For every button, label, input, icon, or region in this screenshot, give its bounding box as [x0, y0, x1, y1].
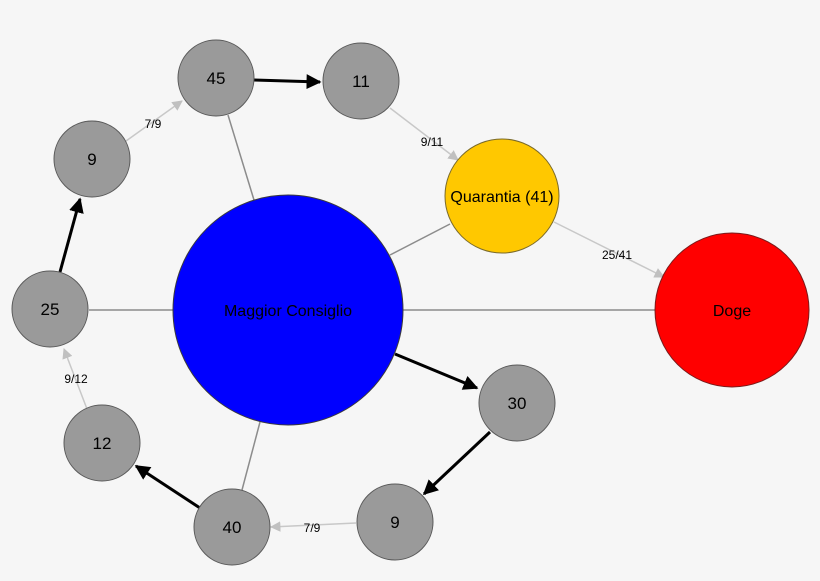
node-label-45: 45 — [207, 69, 226, 88]
node-label-doge: Doge — [713, 303, 751, 320]
node-doge: Doge — [654, 232, 810, 388]
arrow-9-40 — [269, 521, 357, 532]
arrow-9-45 — [125, 100, 183, 142]
node-40: 40 — [193, 488, 271, 566]
link-mc-45 — [227, 114, 255, 201]
arrow-quarantia-doge — [553, 221, 665, 278]
node-25: 25 — [11, 270, 89, 348]
arrow-12-25 — [62, 348, 88, 410]
edge-label-quarantia-doge: 25/41 — [602, 248, 632, 262]
node-12: 12 — [63, 404, 141, 482]
node-quarantia: Quarantia (41) — [444, 138, 560, 254]
node-11: 11 — [322, 42, 400, 120]
edge-label-11-quarantia: 9/11 — [421, 135, 444, 149]
node-label-30: 30 — [508, 394, 527, 413]
node-label-25: 25 — [41, 300, 60, 319]
node-label-40: 40 — [223, 518, 242, 537]
link-mc-40 — [241, 421, 261, 491]
node-label-9-bottom: 9 — [390, 513, 399, 532]
arrow-40-12 — [134, 464, 201, 510]
arrow-25-9 — [58, 197, 84, 273]
link-mc-quarantia — [389, 223, 451, 256]
node-label-maggior-consiglio: Maggior Consiglio — [224, 303, 352, 320]
arrow-11-quarantia — [389, 107, 459, 161]
node-maggior-consiglio: Maggior Consiglio — [172, 194, 404, 426]
node-30: 30 — [478, 364, 556, 442]
node-9-bottom: 9 — [356, 483, 434, 561]
node-label-12: 12 — [93, 434, 112, 453]
node-label-quarantia: Quarantia (41) — [450, 189, 553, 206]
arrow-30-9 — [422, 430, 492, 496]
arrow-mc-30 — [394, 352, 479, 390]
node-label-9-top: 9 — [87, 150, 96, 169]
node-label-11: 11 — [352, 72, 370, 91]
node-9-top: 9 — [53, 120, 131, 198]
arrow-45-11 — [253, 74, 322, 90]
edge-label-9-45: 7/9 — [145, 117, 162, 131]
node-45: 45 — [177, 39, 255, 117]
edge-label-12-25: 9/12 — [64, 372, 88, 386]
edge-label-9-40: 7/9 — [304, 521, 321, 535]
